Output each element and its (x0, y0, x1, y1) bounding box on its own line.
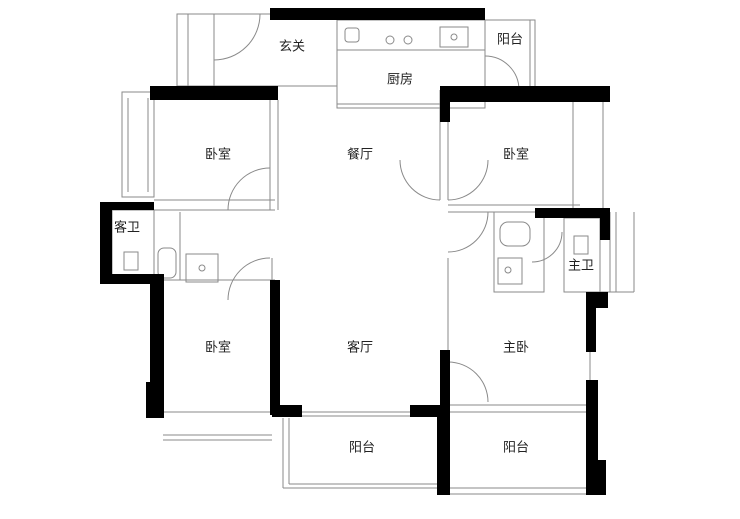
room-label-balcony-living: 阳台 (348, 440, 376, 456)
plan-walls (100, 8, 610, 495)
room-label-bedroom-ne: 卧室 (502, 147, 530, 163)
door-swings (213, 13, 563, 403)
room-label-living: 客厅 (346, 340, 374, 356)
room-label-master-bath: 主卫 (567, 258, 595, 274)
room-label-bedroom-sw: 卧室 (204, 340, 232, 356)
room-label-bedroom-nw: 卧室 (204, 147, 232, 163)
room-label-master-bedroom: 主卧 (502, 340, 530, 356)
room-label-dining: 餐厅 (346, 147, 374, 163)
room-label-kitchen: 厨房 (386, 72, 414, 88)
room-label-guest-bath: 客卫 (113, 220, 141, 236)
room-label-entrance: 玄关 (278, 39, 306, 55)
room-label-balcony-kitchen: 阳台 (496, 32, 524, 48)
room-label-balcony-master: 阳台 (502, 440, 530, 456)
fixtures (123, 26, 589, 274)
